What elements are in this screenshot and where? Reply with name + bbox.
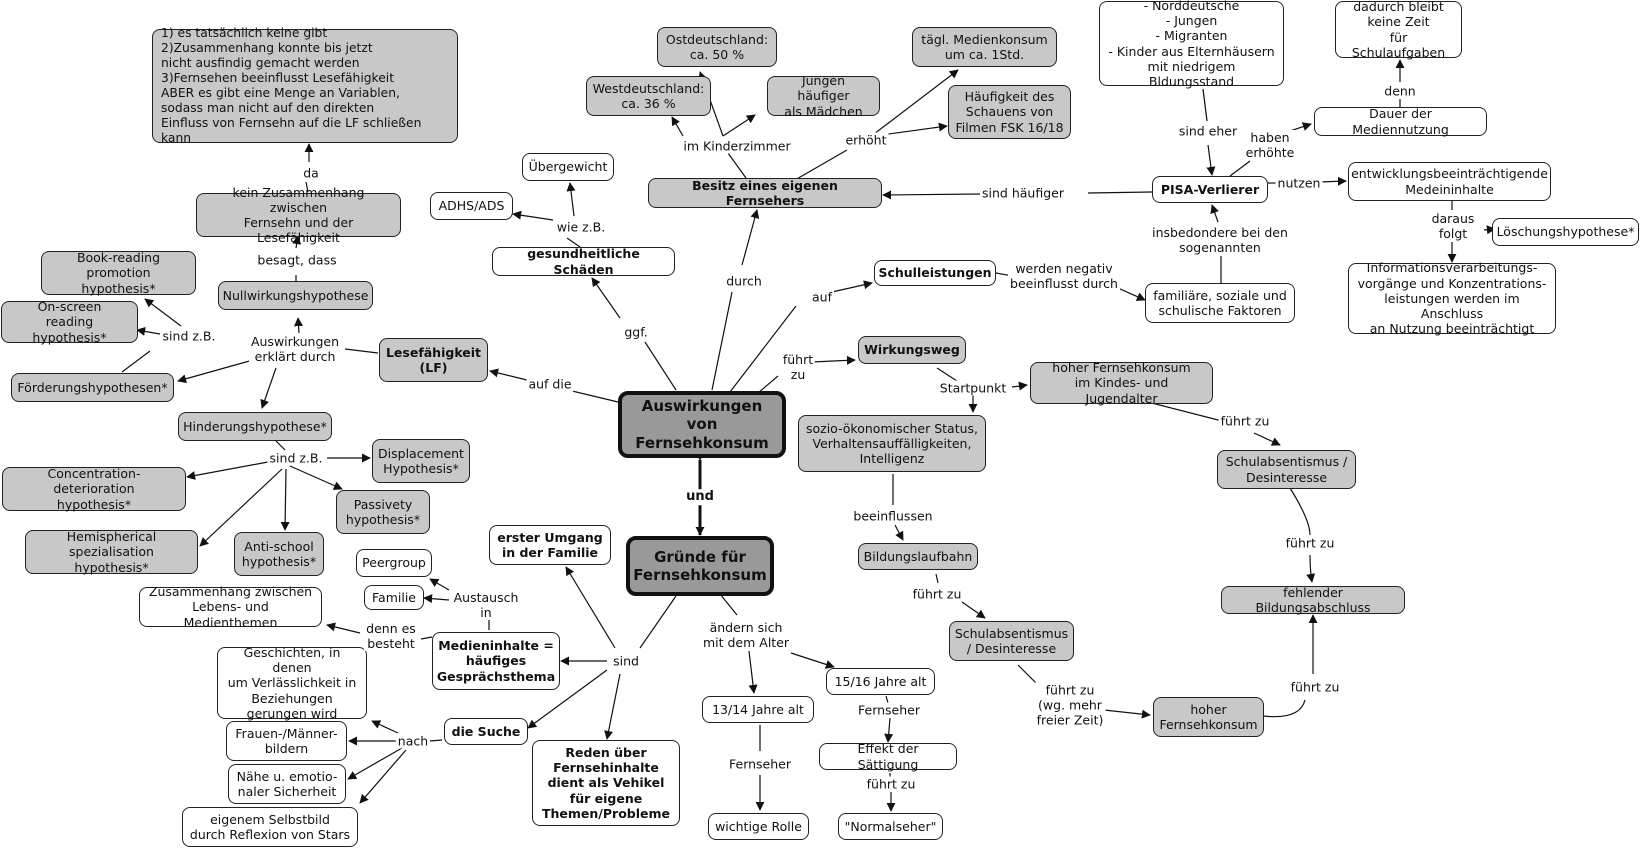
concept-familiaere-faktoren[interactable]: familiäre, soziale und schulische Faktor… [1145, 283, 1295, 323]
concept-naehe-sicherheit[interactable]: Nähe u. emotio- naler Sicherheit [228, 764, 346, 804]
concept-zusammenhang-lebensthemen[interactable]: Zusammenhang zwischen Lebens- und Medien… [139, 584, 322, 630]
concept-effekt-der-saettigung[interactable]: Effekt der Sättigung [819, 741, 957, 772]
concept-erster-umgang-familie[interactable]: erster Umgang in der Familie [489, 525, 611, 565]
concept-medieninhalte-gespraechsthema[interactable]: Medieninhalte = häufiges Gesprächsthema [432, 632, 560, 690]
link-fuehrt-zu-e: führt zu [864, 776, 918, 792]
concept-medienkonsum[interactable]: tägl. Medienkonsum um ca. 1Std. [912, 27, 1057, 67]
concept-wirkungsweg[interactable]: Wirkungsweg [858, 336, 966, 364]
link-fernseher-a: Fernseher [727, 756, 793, 772]
concept-frauen-maennerbilder[interactable]: Frauen-/Männer- bildern [226, 721, 347, 761]
concept-book-reading-hypothesis[interactable]: Book-reading promotion hypothesis* [41, 250, 196, 296]
concept-loeschungshypothese[interactable]: Löschungshypothese* [1492, 218, 1639, 246]
link-beeinflussen: beeinflussen [851, 508, 935, 524]
link-nach: nach [395, 733, 431, 749]
link-wie-zb: wie z.B. [554, 219, 608, 235]
concept-auswirkungen-von-fernsehkonsum[interactable]: Auswirkungen von Fernsehkonsum [618, 391, 786, 458]
concept-nullwirkungshypothese[interactable]: Nullwirkungshypothese [218, 281, 373, 310]
concept-keine-zeit[interactable]: dadurch bleibt keine Zeit für Schulaufga… [1335, 0, 1462, 60]
link-fuehrt-zu-d: führt zu [1288, 679, 1342, 695]
link-erhoeht: erhöht [843, 132, 889, 148]
link-daraus-folgt: daraus folgt [1429, 211, 1477, 241]
link-besagt-dass: besagt, dass [255, 252, 339, 268]
concept-pisa-verlierer[interactable]: PISA-Verlierer [1152, 176, 1268, 203]
link-ggf: ggf. [622, 324, 650, 340]
link-werden-negativ-beeinflusst: werden negativ beeinflusst durch [1008, 261, 1120, 291]
concept-fehlender-bildungsabschluss[interactable]: fehlender Bildungsabschluss [1221, 585, 1405, 615]
concept-hemispherical-hypothesis[interactable]: Hemispherical spezialisation hypothesis* [25, 529, 198, 575]
concept-foerderungshypothesen[interactable]: Förderungshypothesen* [11, 373, 174, 402]
link-und: und [684, 489, 716, 505]
link-fuehrt-zu-b: führt zu [1283, 535, 1337, 551]
concept-hoher-fernsehkonsum[interactable]: hoher Fernsehkonsum [1153, 697, 1264, 737]
concept-displacement-hypothesis[interactable]: Displacement Hypothesis* [372, 439, 470, 483]
concept-informationsverarbeitung[interactable]: Informationsverarbeitungs- vorgänge und … [1348, 260, 1556, 336]
link-nutzen: nutzen [1275, 175, 1323, 191]
concept-kein-zusammenhang[interactable]: kein Zusammenhang zwischen Fernsehn und … [196, 185, 401, 245]
link-denn: denn [1382, 83, 1418, 99]
concept-hinderungshypothese[interactable]: Hinderungshypothese* [178, 412, 332, 441]
concept-peergroup[interactable]: Peergroup [356, 549, 432, 577]
link-fernseher-b: Fernseher [856, 702, 922, 718]
link-austausch-in: Austausch in [451, 590, 521, 620]
concept-15-16-jahre-alt[interactable]: 15/16 Jahre alt [826, 668, 935, 695]
concept-anti-school-hypothesis[interactable]: Anti-school hypothesis* [234, 532, 324, 576]
link-auf-die: auf die [526, 376, 574, 392]
link-sind: sind [611, 653, 641, 669]
link-sind-eher: sind eher [1176, 123, 1240, 139]
link-insbesondere: insbedondere bei den sogenannten [1150, 225, 1290, 255]
link-da: da [301, 165, 321, 181]
concept-die-suche[interactable]: die Suche [444, 718, 528, 745]
link-denn-es-besteht: denn es besteht [364, 621, 418, 651]
concept-gruppen-liste[interactable]: - Norddeutsche - Jungen - Migranten - Ki… [1099, 0, 1284, 89]
concept-westdeutschland[interactable]: Westdeutschland: ca. 36 % [586, 76, 711, 116]
link-sind-zb-hinderung: sind z.B. [267, 450, 325, 466]
link-sind-zb-foerderung: sind z.B. [160, 328, 218, 344]
concept-schulabsentismus-2[interactable]: Schulabsentismus / Desinteresse [949, 621, 1074, 661]
concept-adhs[interactable]: ADHS/ADS [430, 192, 513, 220]
concept-schulleistungen[interactable]: Schulleistungen [874, 260, 996, 286]
concept-bildungslaufbahn[interactable]: Bildungslaufbahn [858, 543, 978, 570]
concept-wichtige-rolle[interactable]: wichtige Rolle [708, 813, 809, 840]
concept-gesundheitliche-schaeden[interactable]: gesundheitliche Schäden [492, 246, 675, 277]
concept-passivity-hypothesis[interactable]: Passivety hypothesis* [336, 490, 430, 534]
concept-lesefaehigkeit[interactable]: Lesefähigkeit (LF) [379, 338, 488, 382]
concept-familie[interactable]: Familie [364, 585, 424, 610]
concept-fsk-filme[interactable]: Häufigkeit des Schauens von Filmen FSK 1… [948, 85, 1071, 139]
link-fuehrt-zu-a: führt zu [1218, 413, 1272, 429]
concept-on-screen-hypothesis[interactable]: On-screen reading hypothesis* [1, 299, 138, 345]
link-aendern-sich-mit-dem-alter: ändern sich mit dem Alter [700, 620, 792, 650]
link-haben-erhoehte: haben erhöhte [1243, 130, 1297, 160]
concept-gruende-liste[interactable]: 1) es tatsächlich keine gibt 2)Zusammenh… [152, 26, 458, 145]
link-auf: auf [810, 289, 834, 305]
link-fuehrt-zu-c: führt zu [910, 586, 964, 602]
link-fuehrt-zu-wg-mehr-freier-zeit: führt zu (wg. mehr freier Zeit) [1034, 682, 1106, 728]
concept-jungen-haeufiger[interactable]: Jungen häufiger als Mädchen [767, 73, 880, 119]
link-startpunkt: Startpunkt [937, 380, 1009, 396]
concept-uebergewicht[interactable]: Übergewicht [522, 153, 614, 181]
concept-ostdeutschland[interactable]: Ostdeutschland: ca. 50 % [657, 27, 777, 67]
concept-normalseher[interactable]: "Normalseher" [838, 813, 943, 840]
concept-hoher-fernsehkonsum-jugend[interactable]: hoher Fernsehkonsum im Kindes- und Jugen… [1030, 360, 1213, 406]
concept-13-14-jahre-alt[interactable]: 13/14 Jahre alt [702, 696, 814, 723]
concept-dauer-mediennutzung[interactable]: Dauer der Mediennutzung [1314, 106, 1487, 137]
concept-gruende-fuer-fernsehkonsum[interactable]: Gründe für Fernsehkonsum [626, 536, 774, 596]
link-im-kinderzimmer: im Kinderzimmer [681, 138, 793, 154]
concept-eigenes-selbstbild[interactable]: eigenem Selbstbild durch Reflexion von S… [182, 807, 358, 847]
link-auswirkungen-erklaert-durch: Auswirkungen erklärt durch [248, 334, 342, 364]
link-fuehrt-zu-main: führt zu [780, 352, 816, 382]
concept-besitz-eigener-fernseher[interactable]: Besitz eines eigenen Fernsehers [648, 178, 882, 208]
concept-entwicklungsbeeintraechtigende-inhalte[interactable]: entwicklungsbeeinträchtigende Medeininha… [1348, 162, 1551, 201]
concept-schulabsentismus-1[interactable]: Schulabsentismus / Desinteresse [1217, 450, 1356, 489]
concept-concentration-deterioration[interactable]: Concentration-deterioration hypothesis* [2, 466, 186, 512]
concept-sozio-oekonomischer-status[interactable]: sozio-ökonomischer Status, Verhaltensauf… [798, 415, 986, 472]
link-sind-haeufiger: sind häufiger [980, 185, 1066, 201]
link-durch: durch [724, 273, 764, 289]
concept-reden-ueber-fernsehinhalte[interactable]: Reden über Fernsehinhalte dient als Vehi… [532, 740, 680, 826]
concept-geschichten-verlaesslichkeit[interactable]: Geschichten, in denen um Verlässlichkeit… [217, 645, 367, 721]
